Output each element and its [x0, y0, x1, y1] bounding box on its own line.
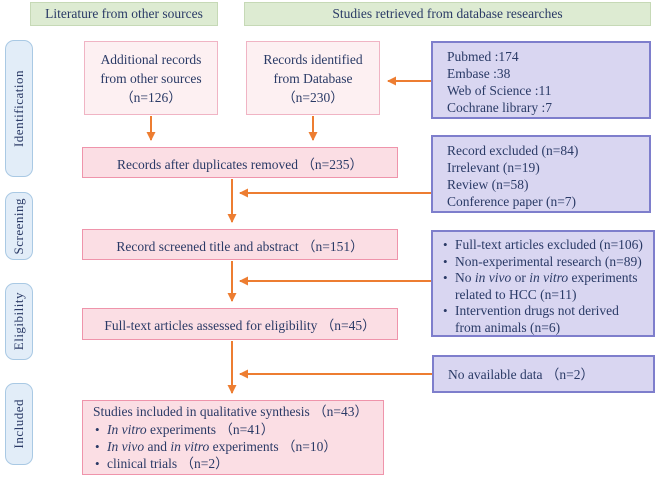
header-literature-sources-label: Literature from other sources [45, 6, 203, 21]
box-additional-records: Additional records from other sources （n… [84, 41, 218, 115]
stage-eligibility-label: Eligibility [11, 292, 26, 351]
stage-included: Included [5, 383, 33, 465]
included-synthesis-item: clinical trials （n=2） [93, 455, 337, 472]
box-included-synthesis: Studies included in qualitative synthesi… [82, 400, 384, 475]
records-excluded-line: Review (n=58) [447, 177, 529, 192]
included-synthesis-list: In vitro experiments （n=41） In vivo and … [93, 421, 337, 472]
box-databases: Pubmed :174 Embase :38 Web of Science :1… [431, 41, 651, 119]
fulltext-excluded-item: Intervention drugs not derived from anim… [441, 303, 645, 336]
box-fulltext-assessed: Full-text articles assessed for eligibil… [82, 308, 398, 340]
stage-included-label: Included [11, 399, 26, 449]
box-duplicates-removed: Records after duplicates removed （n=235） [82, 147, 398, 178]
box-records-identified-line: Records identified [263, 51, 363, 67]
stage-identification-label: Identification [11, 69, 26, 148]
database-count: Embase :38 [447, 66, 511, 81]
box-fulltext-assessed-label: Full-text articles assessed for eligibil… [104, 318, 376, 333]
database-count: Pubmed :174 [447, 49, 519, 64]
records-excluded-line: Conference paper (n=7) [447, 194, 577, 209]
fulltext-excluded-list: Full-text articles excluded (n=106) Non-… [441, 237, 645, 336]
header-database-studies: Studies retrieved from database research… [244, 2, 651, 26]
fulltext-excluded-item: No in vivo or in vitro experiments relat… [441, 270, 645, 303]
box-additional-records-count: （n=126） [120, 89, 182, 105]
box-additional-records-line: from other sources [100, 70, 202, 86]
records-excluded-line: Record excluded (n=84) [447, 143, 579, 158]
box-included-synthesis-title: Studies included in qualitative synthesi… [93, 404, 368, 419]
database-count: Web of Science :11 [447, 83, 552, 98]
database-count: Cochrane library :7 [447, 100, 552, 115]
header-database-studies-label: Studies retrieved from database research… [332, 6, 563, 21]
box-additional-records-line: Additional records [100, 51, 202, 67]
box-no-available-data-label: No available data （n=2） [448, 366, 594, 382]
records-excluded-line: Irrelevant (n=19) [447, 160, 540, 175]
box-no-available-data: No available data （n=2） [432, 355, 655, 393]
included-synthesis-item: In vitro experiments （n=41） [93, 421, 337, 438]
box-records-excluded: Record excluded (n=84) Irrelevant (n=19)… [431, 135, 651, 213]
box-duplicates-removed-label: Records after duplicates removed （n=235） [116, 156, 364, 172]
box-records-screened-label: Record screened title and abstract （n=15… [116, 238, 364, 254]
box-records-identified: Records identified from Database （n=230） [246, 41, 380, 115]
fulltext-excluded-item: Full-text articles excluded (n=106) [441, 237, 645, 254]
stage-screening: Screening [5, 192, 33, 260]
included-synthesis-item: In vivo and in vitro experiments （n=10） [93, 438, 337, 455]
box-records-identified-count: （n=230） [282, 89, 344, 105]
box-records-identified-line: from Database [273, 70, 353, 86]
stage-identification: Identification [5, 40, 33, 177]
stage-screening-label: Screening [11, 197, 26, 255]
box-fulltext-excluded: Full-text articles excluded (n=106) Non-… [431, 230, 655, 337]
header-literature-sources: Literature from other sources [30, 2, 218, 26]
fulltext-excluded-item: Non-experimental research (n=89) [441, 254, 645, 271]
box-records-screened: Record screened title and abstract （n=15… [82, 229, 398, 260]
stage-eligibility: Eligibility [5, 283, 33, 360]
